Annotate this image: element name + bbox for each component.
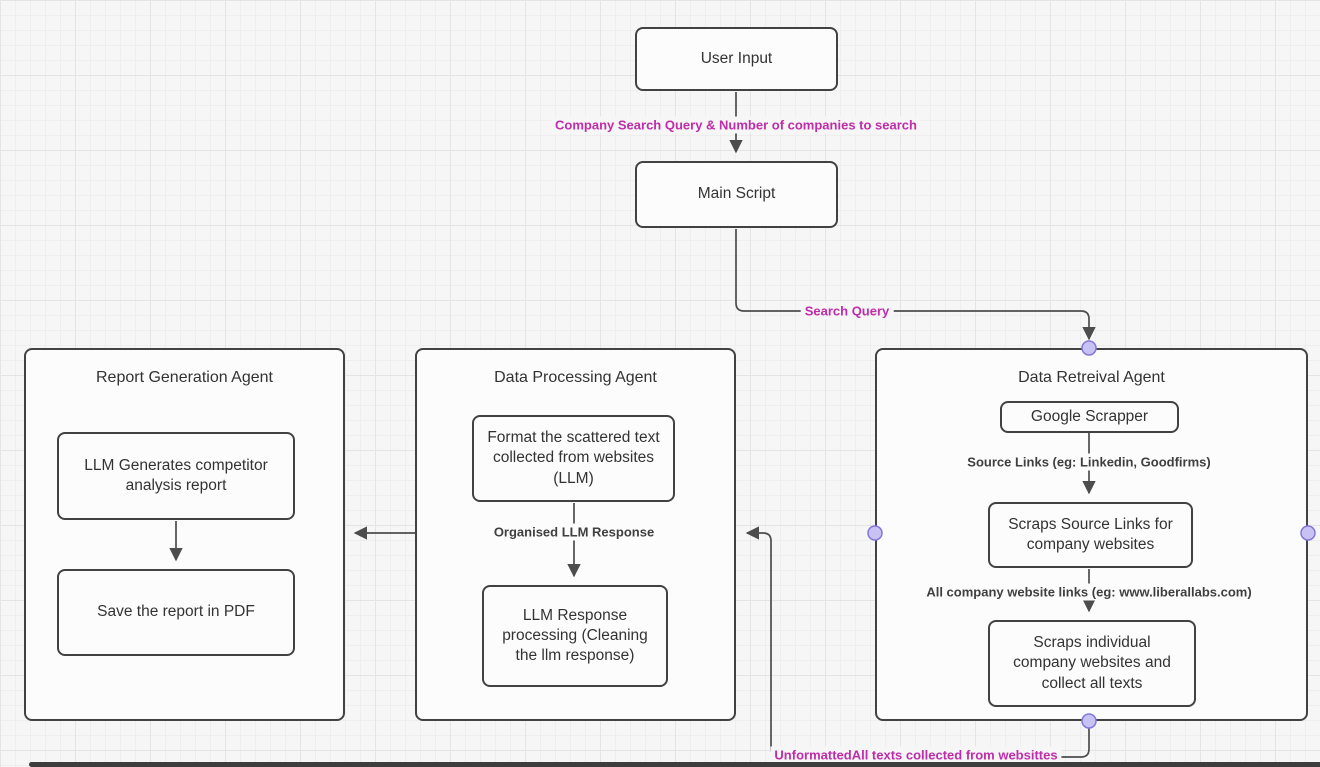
horizontal-scrollbar[interactable] (29, 762, 1320, 767)
node-label: Scraps individual company websites and c… (1013, 634, 1171, 692)
node-label: Format the scattered text collected from… (487, 429, 660, 487)
edge-label-unformatted-texts[interactable]: UnformattedAll texts collected from webs… (770, 746, 1062, 764)
node-scraps-source-links[interactable]: Scraps Source Links for company websites (988, 502, 1193, 568)
edge-label-search-query[interactable]: Search Query (800, 302, 894, 320)
container-title: Report Generation Agent (95, 369, 273, 386)
node-main-script[interactable]: Main Script (635, 161, 838, 228)
edge-label-all-company-website-links[interactable]: All company website links (eg: www.liber… (922, 583, 1256, 601)
edge-label-company-search-query[interactable]: Company Search Query & Number of compani… (551, 116, 921, 134)
node-label: User Input (700, 49, 773, 67)
edge-label-source-links[interactable]: Source Links (eg: Linkedin, Goodfirms) (963, 453, 1215, 471)
container-title: Data Processing Agent (494, 369, 657, 386)
node-user-input[interactable]: User Input (635, 27, 838, 91)
node-scraps-individual-websites[interactable]: Scraps individual company websites and c… (988, 620, 1196, 707)
node-save-report-pdf[interactable]: Save the report in PDF (57, 569, 295, 656)
node-label: Google Scrapper (1030, 407, 1149, 425)
node-label: LLM Generates competitor analysis report (84, 456, 268, 494)
edge-label-organised-llm-response[interactable]: Organised LLM Response (489, 523, 659, 541)
node-google-scrapper[interactable]: Google Scrapper (1000, 401, 1179, 433)
node-label: Save the report in PDF (97, 603, 255, 621)
container-title: Data Retreival Agent (1018, 369, 1165, 386)
node-llm-generates-report[interactable]: LLM Generates competitor analysis report (57, 432, 295, 520)
node-label: Main Script (697, 185, 776, 203)
node-label: Scraps Source Links for company websites (1008, 515, 1173, 553)
node-format-scattered-text[interactable]: Format the scattered text collected from… (472, 415, 675, 502)
node-label: LLM Response processing (Cleaning the ll… (502, 606, 648, 665)
node-llm-response-processing[interactable]: LLM Response processing (Cleaning the ll… (482, 585, 668, 687)
container-report-generation-agent[interactable]: Report Generation Agent (24, 348, 345, 721)
